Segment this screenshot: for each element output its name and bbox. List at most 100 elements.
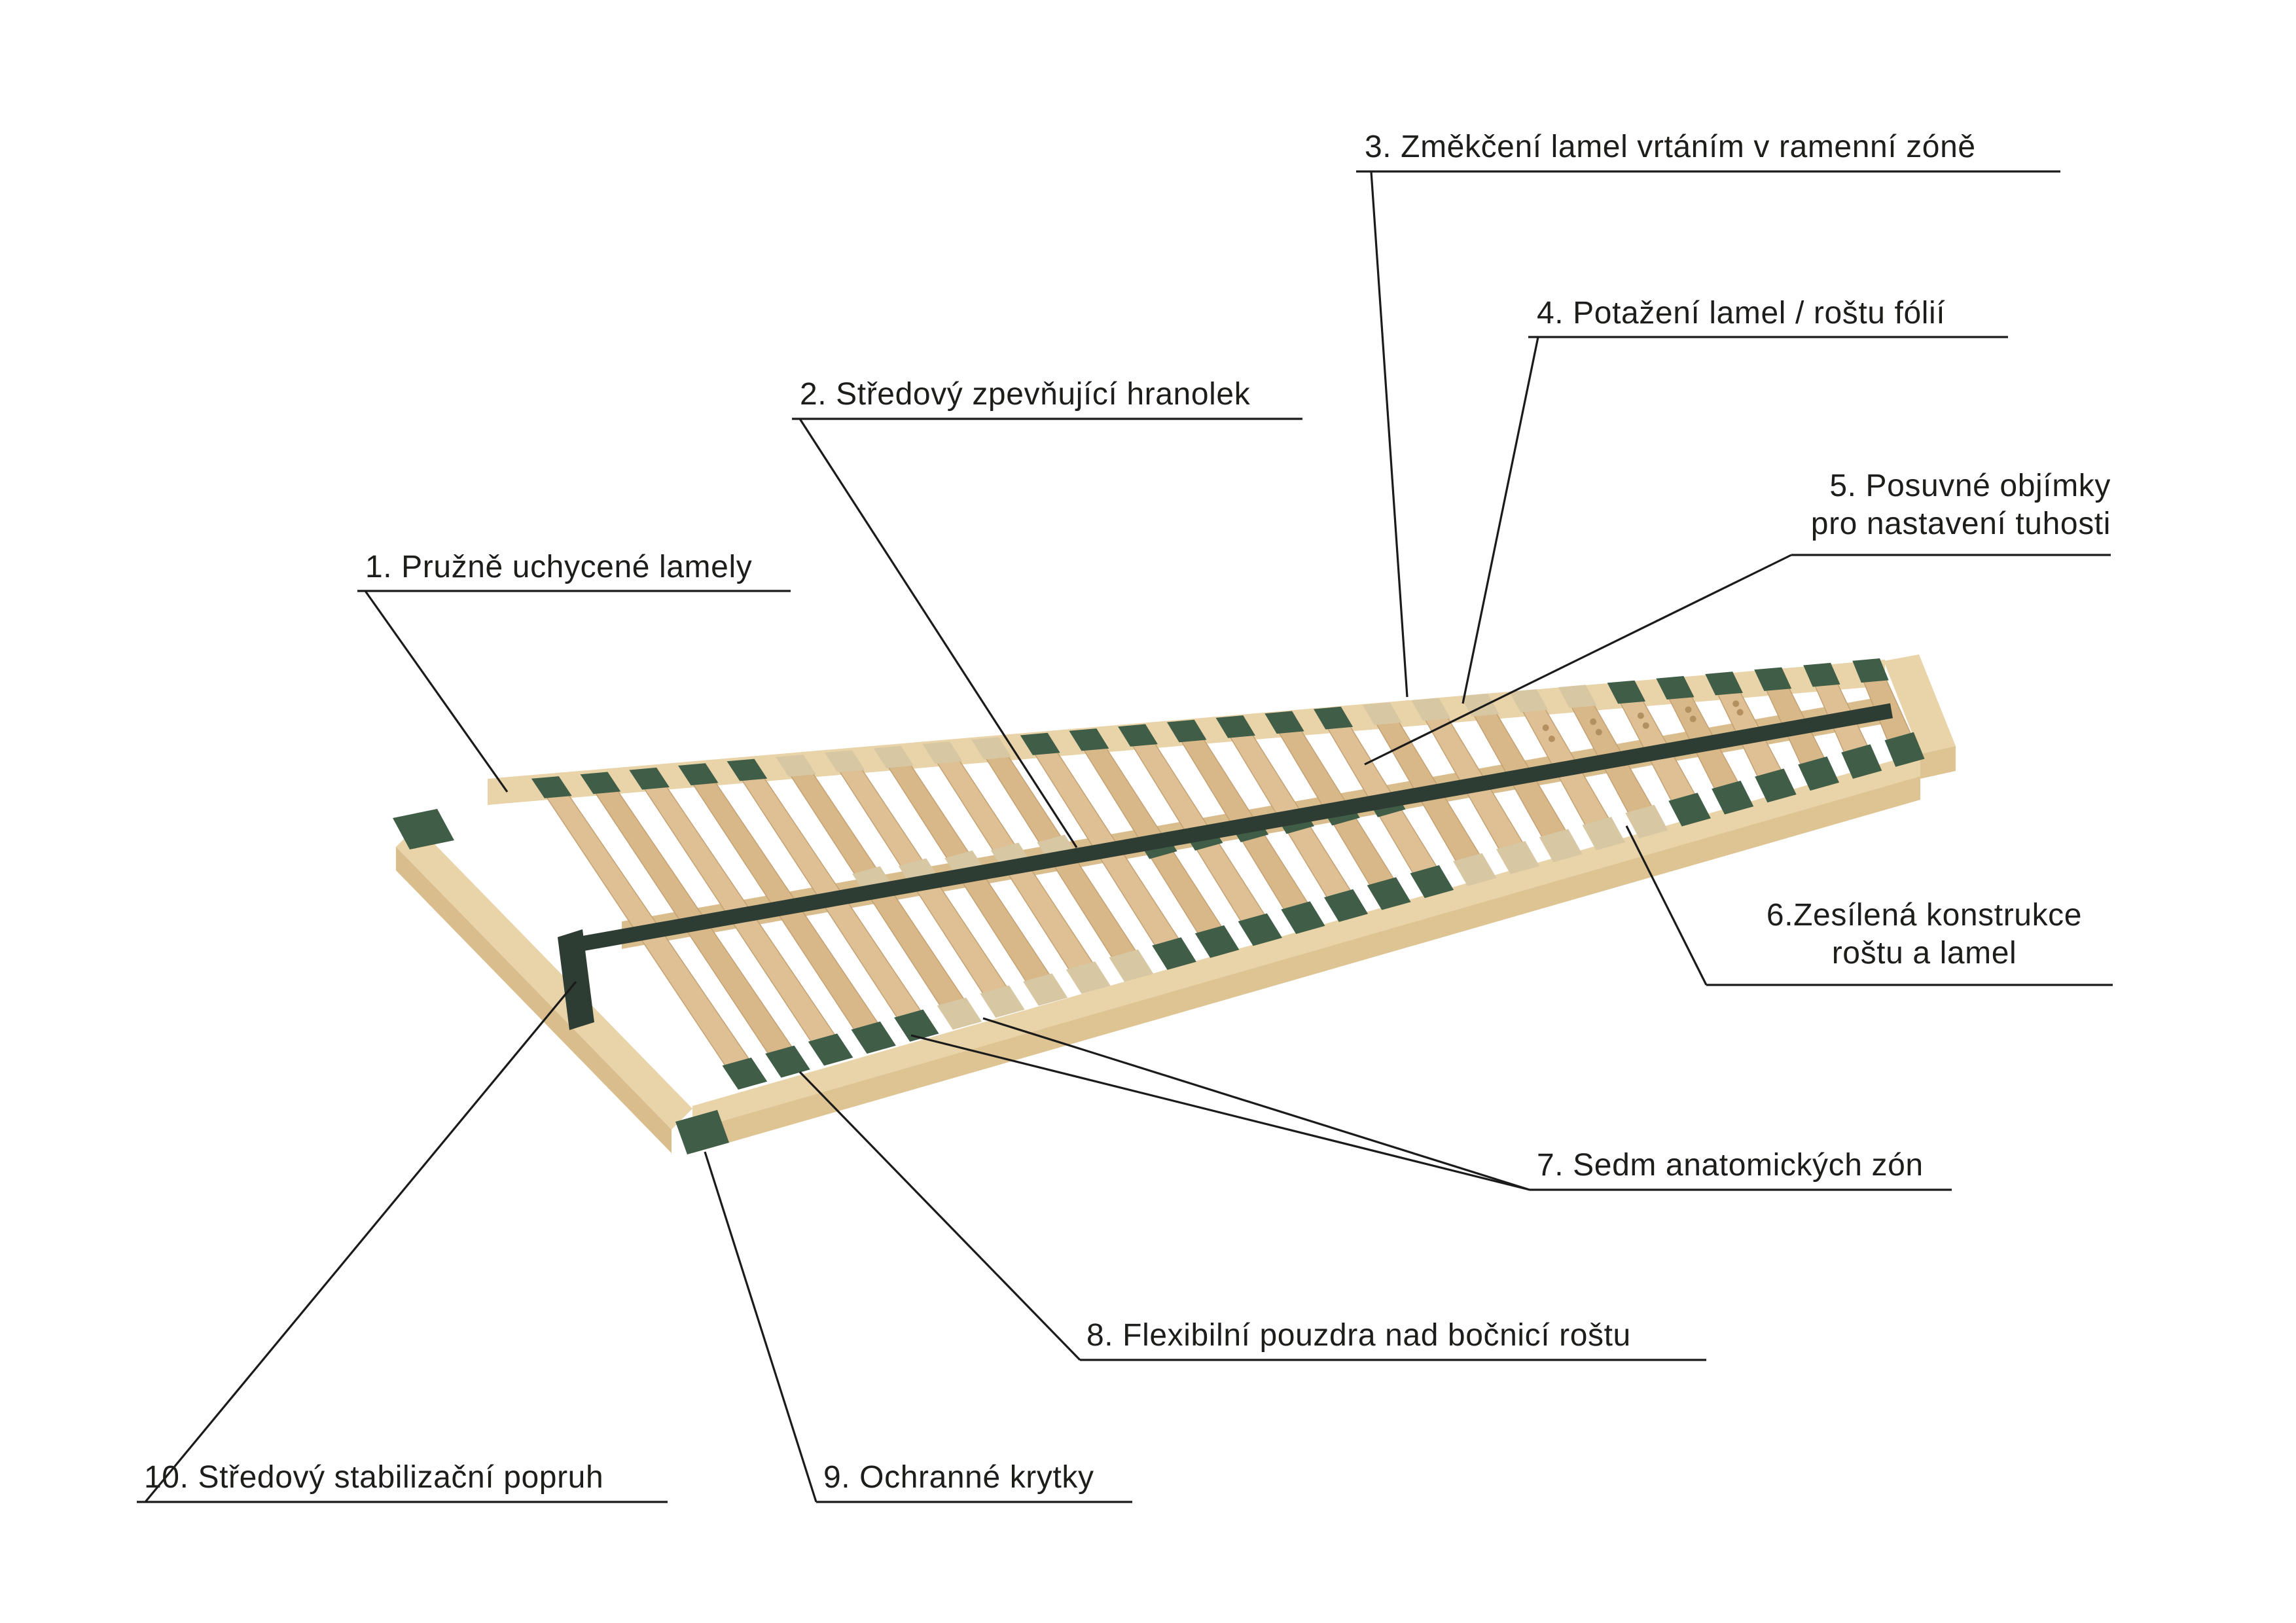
- slat-end-cap: [873, 745, 914, 768]
- slat-end-cap: [1411, 698, 1451, 721]
- label-1: 1. Pružně uchycené lamely: [365, 550, 753, 584]
- corner-cap-back-left: [393, 809, 454, 849]
- slat-end-cap: [922, 741, 963, 764]
- slat-pocket-cap: [1625, 804, 1668, 838]
- slat-end-cap: [825, 750, 865, 773]
- slat-pocket-cap: [1281, 901, 1325, 935]
- slat-pocket-cap: [1841, 744, 1882, 779]
- strap-hanging-end: [558, 929, 594, 1030]
- slat-pocket-cap: [980, 985, 1025, 1018]
- label-7: 7. Sedm anatomických zón: [1537, 1148, 1924, 1183]
- leader-line-1: [364, 590, 509, 793]
- slat-end-cap: [1314, 706, 1354, 730]
- slat-end-cap: [1460, 693, 1499, 717]
- front-rail-face: [692, 776, 1920, 1153]
- left-end-rail-face: [396, 847, 672, 1153]
- slat-pocket-cap: [894, 1009, 939, 1042]
- slat-end-cap: [629, 767, 670, 790]
- slat-pocket-cap: [1539, 829, 1583, 863]
- label-8: 8. Flexibilní pouzdra nad bočnicí roštu: [1086, 1318, 1631, 1353]
- drill-hole: [1736, 709, 1744, 716]
- slat-end-cap: [1265, 711, 1304, 734]
- label-5: 5. Posuvné objímky pro nastavení tuhosti: [1791, 467, 2111, 543]
- right-end-rail-top: [1884, 654, 1956, 754]
- slat-pocket-cap: [851, 1021, 896, 1054]
- drill-hole: [1590, 718, 1597, 725]
- drill-hole: [1595, 728, 1602, 736]
- slat-end-cap: [678, 763, 719, 785]
- slat-end-cap: [1069, 728, 1109, 751]
- leader-line-3: [1370, 171, 1408, 698]
- slat-pocket-cap: [808, 1033, 853, 1066]
- leader-line-5: [1364, 554, 1792, 766]
- label-6-line-1: 6.Zesílená konstrukce: [1766, 898, 2083, 933]
- slat-end-cap: [1754, 667, 1792, 691]
- slat-pocket-cap: [1410, 865, 1454, 899]
- leader-line-10: [144, 980, 577, 1503]
- slat-pocket-cap: [1367, 877, 1411, 910]
- label-9: 9. Ochranné krytky: [823, 1460, 1094, 1495]
- leader-line-2: [798, 418, 1078, 848]
- drill-hole: [1542, 724, 1549, 731]
- drill-hole: [1637, 712, 1644, 719]
- slat-pocket-cap: [1324, 889, 1369, 922]
- label-2: 2. Středový zpevňující hranolek: [800, 377, 1251, 412]
- slat-end-cap: [1166, 719, 1207, 743]
- slat-pocket-cap: [1238, 913, 1282, 946]
- slat-end-cap: [580, 772, 621, 794]
- corner-cap-front-left: [675, 1110, 729, 1154]
- drill-hole: [1548, 736, 1555, 742]
- slat-end-cap: [1020, 732, 1060, 755]
- slat-end-cap: [776, 755, 816, 777]
- slat-pocket-cap: [1582, 817, 1626, 851]
- slat-pocket-cap: [1798, 756, 1839, 791]
- slat-pocket-cap: [1453, 853, 1497, 886]
- leader-line-4: [1462, 336, 1539, 704]
- strap-center: [569, 703, 1893, 954]
- slat-end-cap: [1215, 715, 1255, 738]
- drill-hole: [1689, 715, 1696, 722]
- slat-pocket-cap: [1668, 793, 1711, 827]
- leader-line-9: [704, 1151, 817, 1503]
- label-6-line-2: roštu a lamel: [1831, 936, 2017, 971]
- stabilization-strap: [558, 703, 1893, 1030]
- slat-end-cap: [1118, 724, 1158, 747]
- slat-end-cap: [971, 737, 1012, 760]
- right-end-rail-face: [1920, 746, 1956, 779]
- label-5-line-1: 5. Posuvné objímky: [1829, 469, 2111, 503]
- slat-end-cap: [1558, 685, 1597, 708]
- drill-hole: [1685, 706, 1692, 713]
- leader-line-7b: [982, 1017, 1530, 1191]
- slat-pocket-cap: [1066, 961, 1111, 994]
- slat-pocket-cap: [1496, 841, 1540, 874]
- slat-pocket-cap: [1884, 732, 1925, 767]
- slat-end-cap: [1705, 671, 1743, 696]
- slat-end-cap: [1509, 689, 1549, 713]
- leader-line-8: [798, 1071, 1081, 1361]
- drill-hole: [1642, 722, 1649, 729]
- label-3: 3. Změkčení lamel vrtáním v ramenní zóně: [1365, 130, 1976, 164]
- slat-pocket-cap: [1152, 937, 1196, 970]
- slat-end-cap: [531, 776, 572, 798]
- leader-line-6: [1625, 825, 1708, 986]
- slat-end-cap: [1803, 662, 1840, 687]
- slat-end-cap: [1607, 680, 1646, 704]
- drill-hole: [1732, 700, 1740, 707]
- label-4: 4. Potažení lamel / roštu fólií: [1537, 296, 1946, 330]
- front-rail-top: [692, 753, 1920, 1130]
- slat-pocket-cap: [722, 1058, 768, 1090]
- slat-pocket-cap: [1109, 949, 1154, 982]
- leader-line-7a: [910, 1034, 1530, 1191]
- slat-pocket-cap: [937, 997, 982, 1030]
- slat-end-cap: [726, 758, 768, 781]
- label-5-line-2: pro nastavení tuhosti: [1810, 507, 2111, 541]
- label-10: 10. Středový stabilizační popruh: [144, 1460, 604, 1495]
- left-end-rail-top: [396, 826, 692, 1130]
- slat-pocket-cap: [1023, 973, 1068, 1006]
- slat-pocket-cap: [1755, 768, 1797, 803]
- annotation-lines: [137, 170, 2113, 1503]
- slat-end-cap: [1852, 658, 1889, 683]
- slat-end-cap: [1656, 676, 1695, 700]
